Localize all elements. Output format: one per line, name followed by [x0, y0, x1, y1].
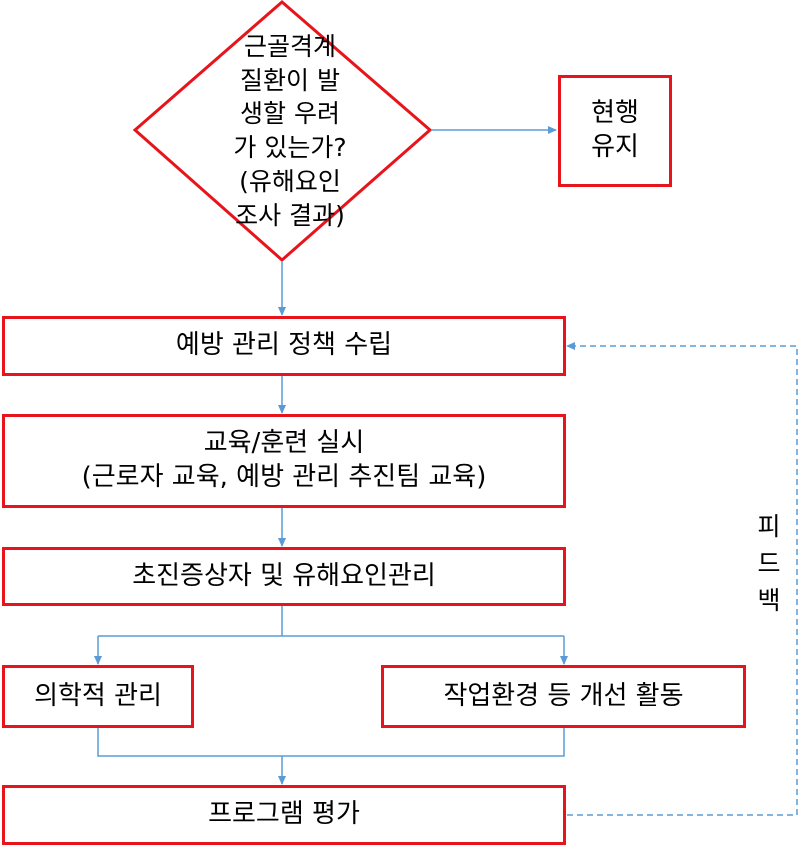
training-box: 교육/훈련 실시 (근로자 교육, 예방 관리 추진팀 교육): [2, 414, 566, 508]
keep-line: 유지: [591, 132, 639, 162]
keep-line: 현행: [591, 98, 639, 129]
policy-label: 예방 관리 정책 수립: [175, 330, 393, 361]
symptom-label: 초진증상자 및 유해요인관리: [132, 560, 436, 591]
environment-improvement-box: 작업환경 등 개선 활동: [381, 665, 746, 728]
decision-line: 근골격계: [243, 32, 336, 61]
symptom-management-box: 초진증상자 및 유해요인관리: [2, 547, 566, 606]
environment-label: 작업환경 등 개선 활동: [443, 680, 684, 711]
decision-line: 가 있는가?: [233, 133, 347, 163]
feedback-char: 피: [757, 512, 781, 541]
feedback-char: 드: [757, 549, 781, 578]
policy-box: 예방 관리 정책 수립: [2, 316, 566, 376]
training-line: (근로자 교육, 예방 관리 추진팀 교육): [81, 462, 487, 492]
keep-current-box: 현행 유지: [558, 75, 672, 187]
feedback-label: 피 드 백: [752, 508, 786, 619]
decision-line: 조사 결과): [235, 200, 345, 230]
evaluation-label: 프로그램 평가: [208, 799, 360, 830]
decision-line: 생할 우려: [240, 99, 340, 129]
decision-line: 질환이 발: [240, 65, 340, 95]
medical-label: 의학적 관리: [34, 680, 162, 711]
training-line: 교육/훈련 실시: [203, 428, 365, 459]
feedback-loop: [566, 342, 798, 816]
connector-merge: [97, 728, 565, 757]
medical-management-box: 의학적 관리: [2, 665, 194, 728]
feedback-char: 백: [757, 586, 781, 615]
decision-question: 근골격계 질환이 발 생할 우려 가 있는가? (유해요인 조사 결과): [195, 30, 385, 232]
decision-diamond: [132, 0, 433, 262]
program-evaluation-box: 프로그램 평가: [2, 785, 566, 845]
decision-line: (유해요인: [239, 166, 341, 196]
